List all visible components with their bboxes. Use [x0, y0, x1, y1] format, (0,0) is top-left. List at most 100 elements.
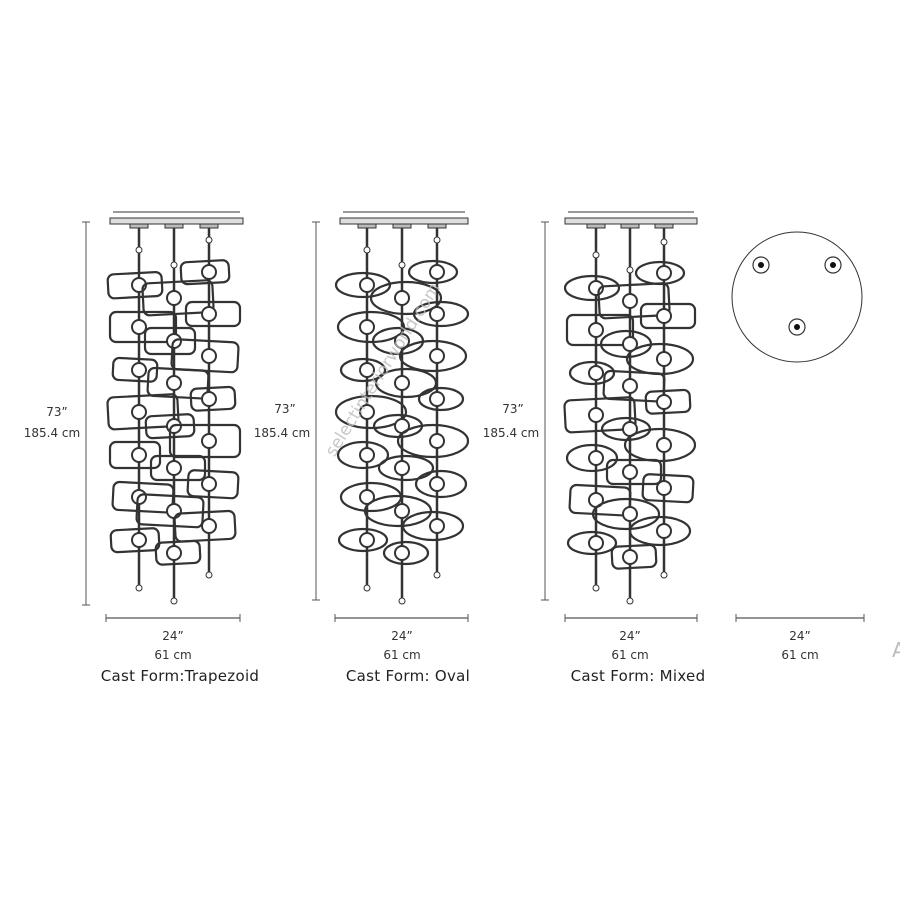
rod-mount: [620, 223, 640, 229]
oval-cast-form: [398, 339, 468, 373]
light-globe: [588, 407, 604, 423]
oval-cast-form: [565, 443, 619, 473]
oval-cast-form: [625, 342, 695, 376]
trapezoid-cast-form: [641, 473, 695, 504]
rod-connector: [135, 246, 143, 254]
rod-end-cap: [592, 584, 600, 592]
canopy-width-inches: 24”: [789, 629, 811, 643]
light-globe: [622, 378, 638, 394]
width-cm-1: 61 cm: [154, 648, 192, 662]
trapezoid-cast-form: [189, 385, 237, 412]
width-inches-1: 24”: [162, 629, 184, 643]
oval-cast-form: [401, 510, 465, 542]
light-globe: [622, 293, 638, 309]
width-inches-2: 24”: [391, 629, 413, 643]
light-globe: [622, 506, 638, 522]
oval-cast-form: [334, 394, 408, 430]
rod-connector: [592, 251, 600, 259]
light-globe: [201, 518, 217, 534]
light-globe: [166, 460, 182, 476]
oval-cast-form: [336, 440, 390, 470]
rod-connector: [626, 266, 634, 274]
oval-cast-form: [591, 497, 661, 531]
trapezoid-cast-form: [639, 302, 697, 330]
light-globe: [359, 447, 375, 463]
oval-cast-form: [628, 515, 692, 547]
trapezoid-cast-form: [154, 539, 202, 566]
light-globe: [394, 375, 410, 391]
rod-connector: [205, 236, 213, 244]
rod-connector: [660, 238, 668, 246]
rod-mount: [357, 223, 377, 229]
oval-cast-form: [382, 540, 430, 566]
trapezoid-cast-form: [168, 423, 242, 459]
rod-connector: [398, 261, 406, 269]
oval-cast-form: [566, 530, 618, 556]
light-globe: [131, 447, 147, 463]
cropped-text-edge: A: [892, 638, 900, 662]
oval-cast-form: [623, 427, 697, 463]
light-globe: [429, 306, 445, 322]
height-inches-2: 73”: [274, 402, 296, 416]
trapezoid-cast-form: [605, 458, 663, 486]
light-globe: [394, 333, 410, 349]
trapezoid-cast-form: [186, 469, 240, 500]
oval-cast-form: [412, 300, 470, 328]
light-globe: [359, 489, 375, 505]
light-globe: [359, 532, 375, 548]
light-globe: [656, 351, 672, 367]
rod-end-cap: [626, 597, 634, 605]
oval-cast-form: [377, 454, 435, 482]
light-globe: [201, 306, 217, 322]
canopy-plate-3: [564, 217, 698, 225]
oval-cast-form: [369, 280, 443, 316]
rod-end-cap: [660, 571, 668, 579]
trapezoid-cast-form: [179, 259, 231, 286]
trapezoid-cast-form: [106, 393, 180, 431]
rod-end-cap: [170, 597, 178, 605]
rod-connector: [433, 236, 441, 244]
light-globe: [201, 391, 217, 407]
width-cm-3: 61 cm: [611, 648, 649, 662]
light-globe: [622, 549, 638, 565]
oval-cast-form: [568, 360, 616, 386]
height-cm-3: 185.4 cm: [482, 426, 540, 440]
light-globe: [656, 308, 672, 324]
light-globe: [131, 404, 147, 420]
light-globe: [622, 336, 638, 352]
trapezoid-cast-form: [563, 396, 637, 434]
light-globe: [429, 348, 445, 364]
rod-mount: [392, 223, 412, 229]
light-globe: [656, 523, 672, 539]
rod-end-cap: [135, 584, 143, 592]
light-globe: [588, 365, 604, 381]
oval-cast-form: [634, 260, 686, 286]
light-globe: [588, 322, 604, 338]
light-globe: [166, 375, 182, 391]
width-cm-2: 61 cm: [383, 648, 421, 662]
rod-mount: [199, 223, 219, 229]
canopy-plate-2: [339, 217, 469, 225]
light-globe: [656, 480, 672, 496]
trapezoid-cast-form: [106, 271, 164, 300]
rod-end-cap: [205, 571, 213, 579]
light-globe: [656, 394, 672, 410]
trapezoid-cast-form: [170, 338, 240, 374]
light-globe: [394, 460, 410, 476]
oval-cast-form: [336, 310, 406, 344]
mount-port-dot: [758, 262, 764, 268]
height-inches-1: 73”: [46, 405, 68, 419]
light-globe: [588, 450, 604, 466]
light-globe: [429, 433, 445, 449]
oval-cast-form: [334, 271, 392, 299]
trapezoid-cast-form: [173, 509, 237, 543]
trapezoid-cast-form: [597, 282, 671, 320]
canopy-plan-circle: [731, 231, 863, 363]
trapezoid-cast-form: [111, 356, 159, 383]
light-globe: [394, 503, 410, 519]
light-globe: [429, 476, 445, 492]
light-globe: [201, 433, 217, 449]
height-inches-3: 73”: [502, 402, 524, 416]
light-globe: [201, 476, 217, 492]
oval-cast-form: [563, 274, 621, 302]
